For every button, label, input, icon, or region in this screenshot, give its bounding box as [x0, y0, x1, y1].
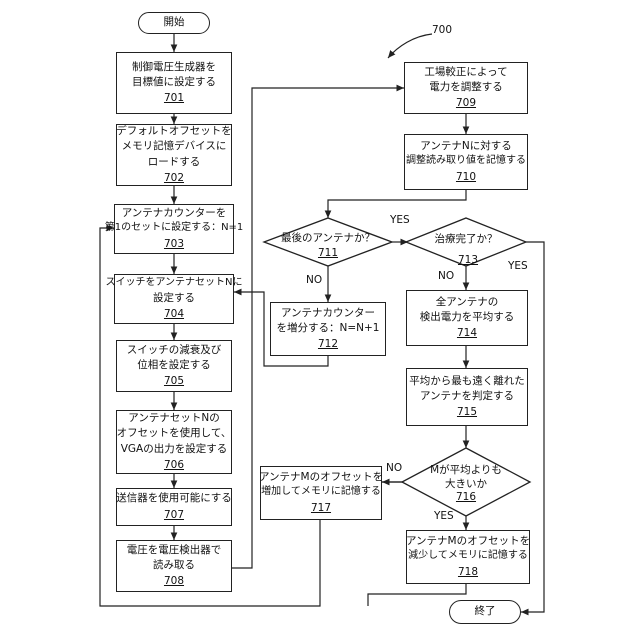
- edge-label-no-711: NO: [306, 274, 322, 286]
- edge-label-yes-711: YES: [390, 214, 410, 226]
- decision-713-ref: 713: [440, 254, 496, 268]
- step-ref: 708: [164, 574, 184, 589]
- edge-label-yes-713: YES: [508, 260, 528, 272]
- decision-text: Mが平均よりも: [402, 464, 530, 478]
- step-text: スイッチの減衰及び: [127, 343, 222, 358]
- edge-716-717: [380, 482, 404, 498]
- step-701: 制御電圧生成器を 目標値に設定する 701: [116, 52, 232, 114]
- diagram-number: 700: [432, 24, 452, 36]
- diagram-pointer-arrow: [388, 34, 432, 58]
- step-ref: 701: [164, 91, 184, 106]
- step-707: 送信器を使用可能にする 707: [116, 488, 232, 526]
- step-text: アンテナMのオフセットを: [259, 470, 383, 485]
- end-label: 終了: [475, 604, 496, 619]
- step-text: アンテナNに対する: [420, 139, 511, 154]
- step-text: 全アンテナの: [436, 295, 499, 310]
- decision-711-ref: 711: [300, 247, 356, 261]
- step-text: 調整読み取り値を記憶する: [406, 154, 526, 169]
- decision-text: 大きいか: [402, 478, 530, 492]
- step-text: 電力を調整する: [429, 80, 503, 95]
- end-terminal: 終了: [449, 600, 521, 624]
- step-ref: 707: [164, 508, 184, 523]
- step-ref: 702: [164, 171, 184, 186]
- start-label: 開始: [164, 15, 185, 30]
- decision-text: 最後のアンテナか？: [264, 232, 392, 246]
- step-717: アンテナMのオフセットを 増加してメモリに記憶する 717: [260, 466, 382, 520]
- step-ref: 715: [457, 405, 477, 420]
- step-705: スイッチの減衰及び 位相を設定する 705: [116, 340, 232, 392]
- step-text: 平均から最も遠く離れた: [409, 374, 525, 389]
- step-text: デフォルトオフセットを: [116, 124, 232, 139]
- step-text: アンテナカウンター: [281, 306, 375, 321]
- decision-716: Mが平均よりも 大きいか: [402, 464, 530, 491]
- step-text: アンテナを判定する: [420, 389, 514, 404]
- step-710: アンテナNに対する 調整読み取り値を記憶する 710: [404, 134, 528, 190]
- step-ref: 718: [458, 565, 478, 580]
- step-ref: 705: [164, 374, 184, 389]
- step-718: アンテナMのオフセットを 減少してメモリに記憶する 718: [406, 530, 530, 584]
- step-text: 電圧を電圧検出器で: [127, 543, 222, 558]
- step-715: 平均から最も遠く離れた アンテナを判定する 715: [406, 368, 528, 426]
- decision-text: 治療完了か？: [406, 233, 526, 247]
- step-text: メモリ記憶デバイスに: [122, 139, 227, 154]
- step-text: 設定する: [153, 291, 195, 306]
- step-ref: 712: [318, 337, 338, 352]
- step-text: VGAの出力を設定する: [121, 442, 228, 457]
- edge-718-loop: [368, 584, 466, 606]
- step-text: 検出電力を平均する: [420, 310, 515, 325]
- step-ref: 709: [456, 96, 476, 111]
- step-text: 増加してメモリに記憶する: [261, 485, 381, 500]
- step-text: 工場較正によって: [424, 65, 507, 80]
- step-ref: 710: [456, 170, 476, 185]
- step-ref: 704: [164, 307, 184, 322]
- step-ref: 714: [457, 326, 477, 341]
- step-714: 全アンテナの 検出電力を平均する 714: [406, 290, 528, 346]
- step-text: ロードする: [148, 155, 201, 170]
- step-text: 位相を設定する: [137, 358, 211, 373]
- edge-label-yes-716: YES: [434, 510, 454, 522]
- step-712: アンテナカウンター を増分する：N=N+1 712: [270, 302, 386, 356]
- step-text: 減少してメモリに記憶する: [408, 549, 528, 564]
- step-text: 目標値に設定する: [132, 75, 216, 90]
- step-709: 工場較正によって 電力を調整する 709: [404, 62, 528, 114]
- decision-711: 最後のアンテナか？: [264, 232, 392, 246]
- step-704: スイッチをアンテナセットNに 設定する 704: [114, 274, 234, 324]
- edge-label-no-716: NO: [386, 462, 402, 474]
- step-703: アンテナカウンターを 第1のセットに設定する：N=1 703: [114, 204, 234, 254]
- step-text: 制御電圧生成器を: [132, 60, 216, 75]
- step-text: スイッチをアンテナセットNに: [105, 276, 242, 291]
- step-text: アンテナカウンターを: [122, 206, 227, 221]
- edge-label-no-713: NO: [438, 270, 454, 282]
- step-708: 電圧を電圧検出器で 読み取る 708: [116, 540, 232, 592]
- step-text: 第1のセットに設定する：N=1: [105, 221, 244, 236]
- decision-716-ref: 716: [438, 491, 494, 505]
- start-terminal: 開始: [138, 12, 210, 34]
- step-ref: 703: [164, 237, 184, 252]
- step-text: を増分する：N=N+1: [277, 321, 380, 336]
- step-text: オフセットを使用して、: [117, 426, 232, 441]
- step-text: アンテナMのオフセットを: [406, 534, 530, 549]
- step-text: 読み取る: [153, 558, 195, 573]
- step-ref: 717: [311, 501, 331, 516]
- step-706: アンテナセットNの オフセットを使用して、 VGAの出力を設定する 706: [116, 410, 232, 474]
- step-text: アンテナセットNの: [128, 411, 219, 426]
- step-ref: 706: [164, 458, 184, 473]
- step-text: 送信器を使用可能にする: [116, 491, 232, 506]
- step-702: デフォルトオフセットを メモリ記憶デバイスに ロードする 702: [116, 124, 232, 186]
- decision-713: 治療完了か？: [406, 233, 526, 247]
